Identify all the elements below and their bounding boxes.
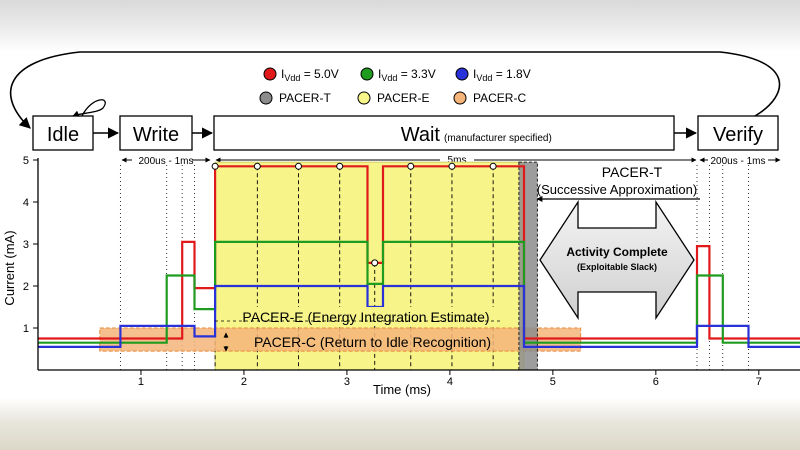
legend-region-pacer-t: PACER-T <box>259 91 331 105</box>
x-tick-label: 7 <box>756 376 762 388</box>
x-tick-label: 4 <box>447 376 453 388</box>
y-tick-label: 5 <box>23 155 29 167</box>
state-verify: Verify <box>697 115 779 151</box>
pacer-t-subtitle: (Successive Approximation) <box>537 182 697 197</box>
state-box <box>119 115 193 151</box>
legend-marker <box>357 91 371 105</box>
activity-subtitle: (Exploitable Slack) <box>577 262 657 272</box>
state-label: Idle <box>47 124 79 146</box>
duration-verify: 200us - 1ms <box>699 156 781 167</box>
legend-region-pacer-e: PACER-E <box>357 91 429 105</box>
series-line-3.3V <box>38 240 800 344</box>
state-box <box>213 115 675 151</box>
sample-point <box>336 162 344 170</box>
loop-arrow-verify-to-idle <box>9 51 781 129</box>
y-tick-label: 2 <box>23 281 29 293</box>
sample-point <box>489 162 497 170</box>
legend-marker <box>263 67 277 81</box>
sample-point <box>407 162 415 170</box>
blurred-bottom-background <box>0 398 800 450</box>
sample-points <box>211 162 497 267</box>
state-label: Verify <box>713 124 763 146</box>
duration-label: 200us - 1ms <box>138 156 193 167</box>
plot-area: 1 2 3 4 5 6 7 1 2 3 4 5 <box>23 155 800 388</box>
sample-point <box>295 162 303 170</box>
activity-title: Activity Complete <box>566 245 668 259</box>
legend-series-2: IVdd = 3.3V <box>360 67 436 83</box>
legend-marker <box>453 91 467 105</box>
state-write: Write <box>119 115 193 151</box>
y-axis-title: Current (mA) <box>2 230 17 305</box>
state-idle: Idle <box>32 115 94 151</box>
x-tick-label: 5 <box>550 376 556 388</box>
legend-marker <box>455 67 469 81</box>
legend-series-3: IVdd = 1.8V <box>455 67 531 83</box>
x-axis-title: Time (ms) <box>373 382 431 397</box>
x-tick-label: 6 <box>653 376 659 388</box>
duration-write: 200us - 1ms <box>121 156 211 167</box>
sample-point <box>253 162 261 170</box>
activity-complete-arrow: Activity Complete (Exploitable Slack) <box>539 199 695 321</box>
pacer-t-title-bg <box>572 163 692 180</box>
x-tick-label: 3 <box>344 376 350 388</box>
legend-label: IVdd = 5.0V <box>281 67 339 83</box>
idle-self-loop <box>72 99 106 117</box>
state-note: (manufacturer specified) <box>444 133 552 144</box>
duration-label: 5ms <box>448 155 467 166</box>
legend: IVdd = 5.0V IVdd = 3.3V IVdd = 1.8V PACE… <box>259 67 531 105</box>
legend-marker <box>360 67 374 81</box>
pacer-c-annotation: PACER-C (Return to Idle Recognition) <box>223 332 491 352</box>
duration-label: 200us - 1ms <box>710 156 765 167</box>
sample-point <box>211 162 219 170</box>
x-tick-label: 1 <box>138 376 144 388</box>
legend-label: PACER-C <box>473 91 526 105</box>
legend-label: PACER-T <box>279 91 331 105</box>
state-box <box>697 115 779 151</box>
pacer-t-title: PACER-T <box>602 164 663 180</box>
state-box <box>32 115 94 151</box>
legend-region-pacer-c: PACER-C <box>453 91 526 105</box>
sample-point <box>371 259 379 267</box>
x-tick-label: 2 <box>241 376 247 388</box>
legend-label: PACER-E <box>377 91 429 105</box>
y-tick-label: 1 <box>23 323 29 335</box>
state-label: Wait <box>401 124 441 146</box>
legend-label: IVdd = 1.8V <box>473 67 531 83</box>
y-tick-label: 4 <box>23 197 29 209</box>
state-label: Write <box>133 124 179 146</box>
sample-point <box>448 162 456 170</box>
axis-ticks: 1 2 3 4 5 6 7 1 2 3 4 5 <box>23 155 762 388</box>
pacer-c-label: PACER-C (Return to Idle Recognition) <box>254 334 491 350</box>
legend-label: IVdd = 3.3V <box>378 67 436 83</box>
legend-marker <box>259 91 273 105</box>
duration-wait: 5ms <box>215 155 697 166</box>
pacer-e-label: PACER-E (Energy Integration Estimate) <box>242 309 489 325</box>
pacer-e-annotation: PACER-E (Energy Integration Estimate) <box>215 307 500 326</box>
double-arrow-shape <box>539 199 695 321</box>
legend-series-1: IVdd = 5.0V <box>263 67 339 83</box>
y-tick-label: 3 <box>23 239 29 251</box>
state-wait: Wait (manufacturer specified) <box>213 115 675 151</box>
blurred-top-background <box>0 0 800 52</box>
pacer-t-annotation: PACER-T (Successive Approximation) <box>536 163 700 202</box>
